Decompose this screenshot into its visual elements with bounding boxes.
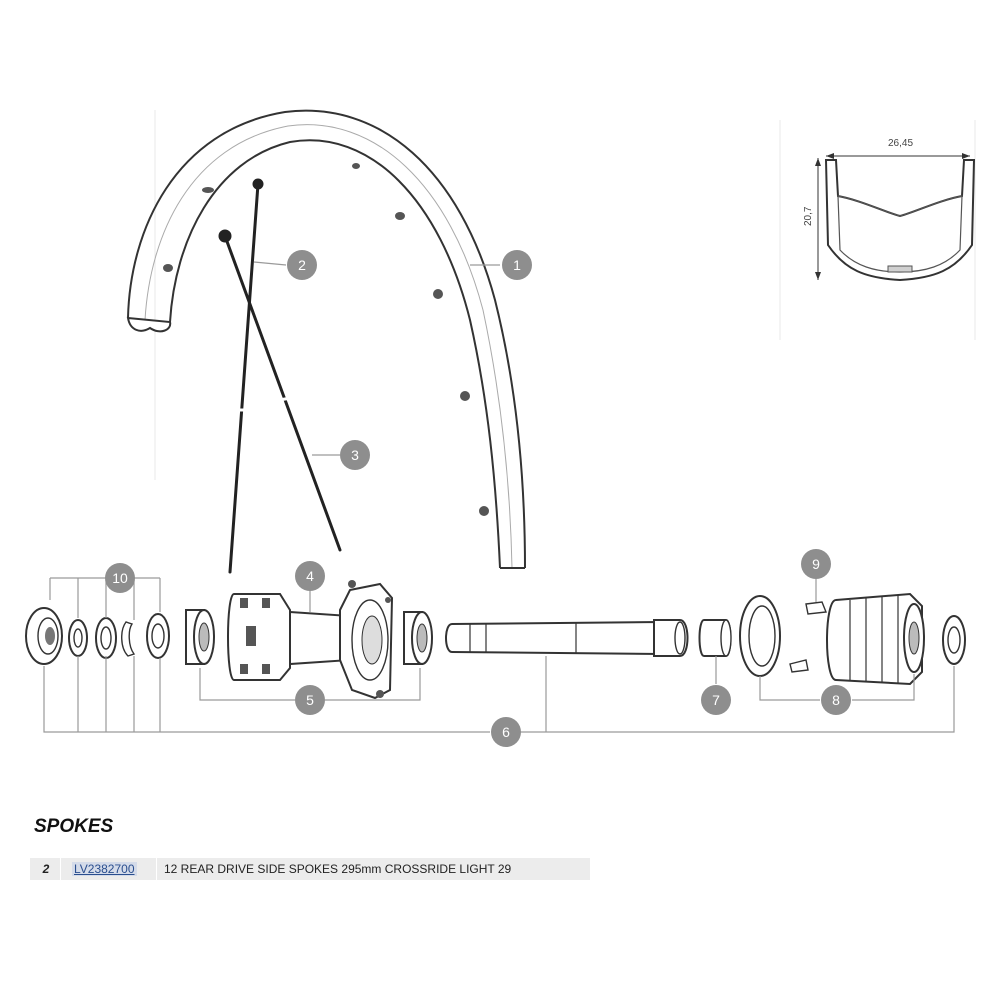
svg-text:1: 1 <box>513 257 521 273</box>
callout-1: 1 <box>502 250 532 280</box>
hub-body <box>227 580 394 700</box>
profile-height-label: 20,7 <box>803 206 814 226</box>
end-cap-right <box>942 615 966 665</box>
svg-text:8: 8 <box>832 692 840 708</box>
leader-lines <box>43 261 955 733</box>
row-part-reference[interactable]: LV2382700 <box>72 862 137 876</box>
svg-text:7: 7 <box>712 692 720 708</box>
freehub-seal <box>739 595 781 677</box>
callout-3: 3 <box>340 440 370 470</box>
bearing-left <box>185 609 215 665</box>
bearing-right <box>403 611 433 665</box>
callout-7: 7 <box>701 685 731 715</box>
row-part-description: 12 REAR DRIVE SIDE SPOKES 295mm CROSSRID… <box>164 862 512 876</box>
callout-6: 6 <box>491 717 521 747</box>
parts-table-row: 2 LV2382700 12 REAR DRIVE SIDE SPOKES 29… <box>30 858 590 880</box>
callout-5: 5 <box>295 685 325 715</box>
seal-ring <box>68 619 88 657</box>
pawls <box>789 601 827 673</box>
svg-text:3: 3 <box>351 447 359 463</box>
spoke-markers <box>233 396 292 412</box>
svg-text:4: 4 <box>306 568 314 584</box>
row-callout-number: 2 <box>42 862 50 876</box>
rim-profile <box>815 153 976 282</box>
rim-spoke-holes <box>163 163 489 516</box>
spokes <box>218 178 342 574</box>
callout-10: 10 <box>105 563 135 593</box>
callout-8: 8 <box>821 685 851 715</box>
callout-2: 2 <box>287 250 317 280</box>
callout-4: 4 <box>295 561 325 591</box>
bearing-washer <box>95 617 117 659</box>
svg-text:9: 9 <box>812 556 820 572</box>
svg-text:5: 5 <box>306 692 314 708</box>
profile-width-label: 26,45 <box>888 138 913 149</box>
spacer-ring <box>146 613 170 659</box>
frame-guides <box>154 110 976 480</box>
svg-text:6: 6 <box>502 724 510 740</box>
circlip <box>121 621 136 657</box>
section-title-spokes: SPOKES <box>34 816 114 837</box>
end-cap-left <box>25 607 63 665</box>
svg-text:10: 10 <box>112 570 128 586</box>
axle-spacer <box>698 619 732 657</box>
axle <box>445 619 689 657</box>
freehub-body <box>826 592 925 686</box>
svg-text:2: 2 <box>298 257 306 273</box>
callout-9: 9 <box>801 549 831 579</box>
rim <box>126 109 526 569</box>
